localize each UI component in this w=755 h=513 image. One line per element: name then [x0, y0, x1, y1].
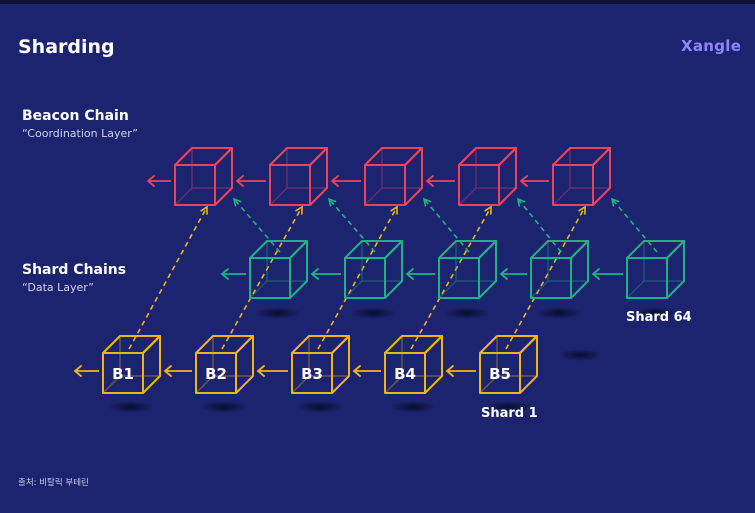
chain-arrow [352, 365, 381, 377]
chain-arrow [256, 365, 288, 377]
block-label: B4 [394, 365, 416, 383]
block-label: B1 [112, 365, 134, 383]
beacon-block-2 [269, 147, 328, 206]
cross-link [221, 205, 303, 350]
beacon-block-4 [458, 147, 517, 206]
cross-link [317, 205, 398, 350]
chain-arrow [146, 175, 171, 187]
shard-block-2 [344, 240, 403, 299]
cross-link [516, 197, 562, 253]
cube-shadow [443, 307, 491, 319]
cube-shadow [107, 401, 155, 413]
chain-arrow [235, 175, 266, 187]
shard-chains-heading: Shard Chains [22, 262, 127, 278]
dashed-links [128, 197, 658, 350]
cube-shadow [254, 307, 302, 319]
shard-1-label: Shard 1 [481, 406, 538, 421]
chain-arrow [330, 175, 361, 187]
chain-arrow [425, 175, 455, 187]
beacon-block-5 [552, 147, 611, 206]
cubes: B1 B2 B3 B4 B5 [102, 147, 685, 394]
shard-block-5 [626, 240, 685, 299]
chain-arrow [499, 268, 527, 280]
block-label: B2 [205, 365, 227, 383]
beacon-chain-heading: Beacon Chain [22, 108, 129, 124]
beacon-block-1 [174, 147, 233, 206]
block-b2: B2 [195, 335, 254, 394]
cube-shadow [200, 401, 248, 413]
cross-link [505, 205, 586, 350]
page-title: Sharding [18, 36, 115, 58]
chain-arrows [73, 175, 623, 377]
beacon-chain-subtitle: “Coordination Layer” [22, 127, 138, 140]
cube-shadows [107, 307, 679, 413]
cube-shadow [535, 307, 583, 319]
chain-arrow [445, 365, 476, 377]
brand-logo: Xangle [681, 37, 742, 55]
shard-block-3 [438, 240, 497, 299]
cube-shadow [296, 401, 344, 413]
block-b5: B5 [479, 335, 538, 394]
chain-arrow [163, 365, 192, 377]
cross-link [327, 197, 376, 253]
shard-block-4 [530, 240, 589, 299]
chain-arrow [591, 268, 623, 280]
cross-link [232, 197, 281, 253]
cross-link [610, 197, 658, 253]
block-b3: B3 [291, 335, 350, 394]
block-b4: B4 [384, 335, 443, 394]
shard-chains-subtitle: “Data Layer” [22, 281, 94, 294]
block-label: B3 [301, 365, 323, 383]
beacon-block-3 [364, 147, 423, 206]
cross-link [422, 197, 470, 253]
cube-shadow [349, 307, 397, 319]
top-strip [0, 0, 755, 4]
chain-arrow [405, 268, 435, 280]
chain-arrow [310, 268, 341, 280]
shard-64-label: Shard 64 [626, 310, 692, 325]
cube-shadow [389, 401, 437, 413]
chain-arrow [220, 268, 246, 280]
block-label: B5 [489, 365, 511, 383]
shard-block-1 [249, 240, 308, 299]
source-footnote: 출처: 비탈릭 부테린 [18, 478, 89, 488]
cross-link [128, 205, 208, 350]
block-b1: B1 [102, 335, 161, 394]
cube-shadow [558, 349, 602, 361]
cube-shadow [631, 307, 679, 319]
chain-arrow [519, 175, 549, 187]
cube-shadow [484, 401, 532, 413]
cross-link [410, 205, 492, 350]
chain-arrow [73, 365, 99, 377]
